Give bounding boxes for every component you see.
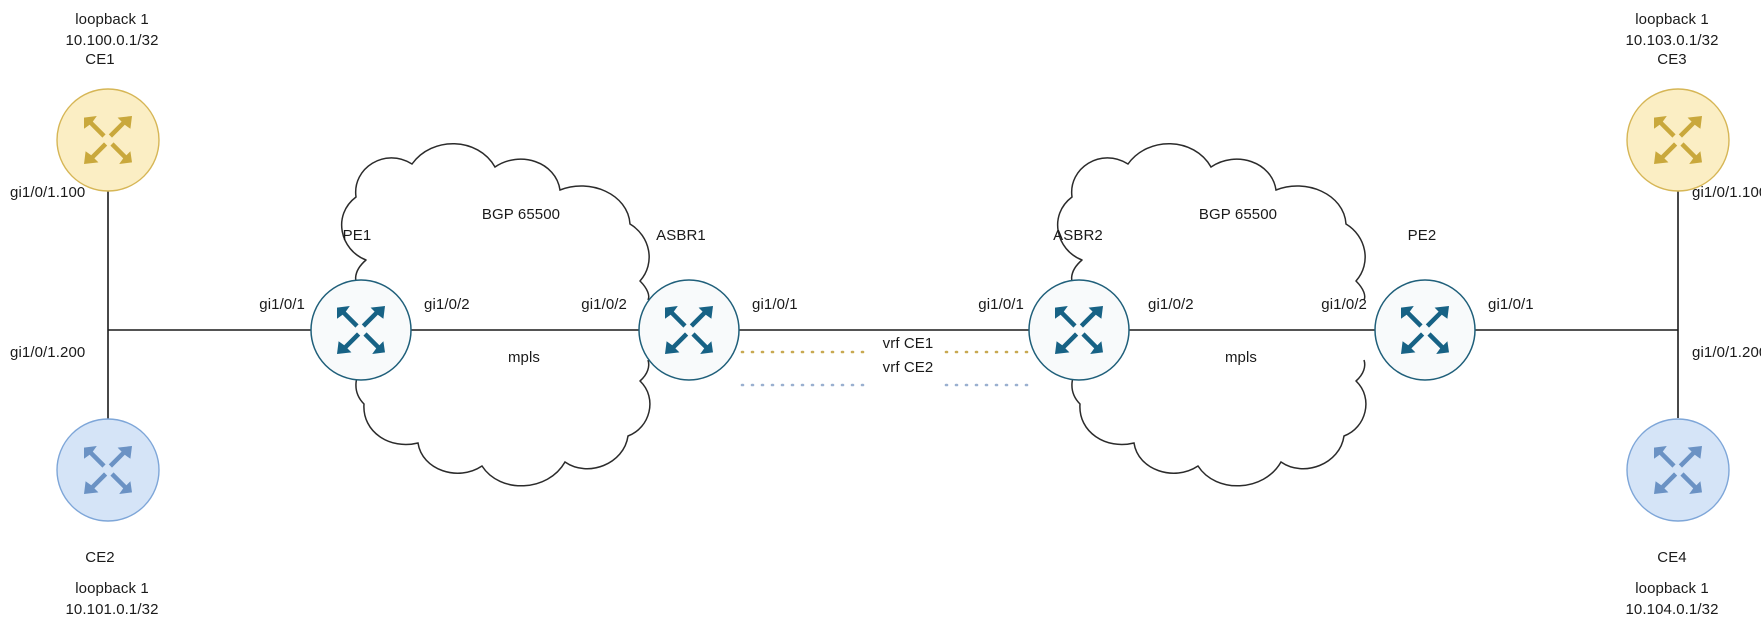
ce1-name-label: CE1 — [85, 51, 115, 68]
node-ce4[interactable] — [1626, 418, 1730, 522]
pe2-right-interface-label: gi1/0/1 — [1488, 296, 1534, 313]
stub-pe2-cloud-top — [1355, 280, 1366, 301]
ce1-loopback-label: loopback 1 10.100.0.1/32 — [65, 11, 159, 49]
asbr1-right-interface-label: gi1/0/1 — [752, 296, 798, 313]
ce1-interface-label: gi1/0/1.100 — [10, 184, 86, 201]
asbr2-right-interface-label: gi1/0/2 — [1148, 296, 1194, 313]
node-asbr1[interactable] — [638, 279, 740, 381]
ce4-loopback-label: loopback 1 10.104.0.1/32 — [1625, 580, 1719, 618]
cloud-right-label: BGP 65500 — [1198, 206, 1278, 223]
pe1-name-label: PE1 — [342, 227, 372, 244]
pe1-left-interface-label: gi1/0/1 — [259, 296, 305, 313]
stub-pe2-cloud-bot — [1355, 359, 1366, 382]
cloud-right-link-label: mpls — [1224, 349, 1258, 366]
ce4-interface-label: gi1/0/1.200 — [1692, 344, 1761, 361]
node-ce1[interactable] — [56, 88, 160, 192]
ce2-interface-label: gi1/0/1.200 — [10, 344, 86, 361]
asbr2-left-interface-label: gi1/0/1 — [978, 296, 1024, 313]
cloud-left-link-label: mpls — [507, 349, 541, 366]
stub-asbr1-cloud-top — [639, 280, 650, 301]
node-pe2[interactable] — [1374, 279, 1476, 381]
asbr1-left-interface-label: gi1/0/2 — [581, 296, 627, 313]
node-ce2[interactable] — [56, 418, 160, 522]
node-pe1[interactable] — [310, 279, 412, 381]
ce3-name-label: CE3 — [1657, 51, 1687, 68]
ce3-loopback-label: loopback 1 10.103.0.1/32 — [1625, 11, 1719, 49]
cloud-left-label: BGP 65500 — [481, 206, 561, 223]
vrf-ce2-label: vrf CE2 — [882, 359, 934, 376]
pe2-name-label: PE2 — [1407, 227, 1437, 244]
stub-asbr1-cloud-bot — [639, 359, 650, 382]
asbr2-name-label: ASBR2 — [1053, 227, 1103, 244]
pe2-left-interface-label: gi1/0/2 — [1321, 296, 1367, 313]
node-ce3[interactable] — [1626, 88, 1730, 192]
ce2-name-label: CE2 — [85, 549, 115, 566]
ce2-loopback-label: loopback 1 10.101.0.1/32 — [65, 580, 159, 618]
ce4-name-label: CE4 — [1657, 549, 1687, 566]
ce3-interface-label: gi1/0/1.100 — [1692, 184, 1761, 201]
node-asbr2[interactable] — [1028, 279, 1130, 381]
cloud-connectors — [354, 259, 1366, 382]
vrf-ce1-label: vrf CE1 — [882, 335, 934, 352]
cloud-right-bgp — [1056, 143, 1367, 487]
pe1-right-interface-label: gi1/0/2 — [424, 296, 470, 313]
asbr1-name-label: ASBR1 — [656, 227, 706, 244]
cloud-left-bgp — [340, 143, 651, 487]
connection-lines — [107, 180, 1679, 437]
